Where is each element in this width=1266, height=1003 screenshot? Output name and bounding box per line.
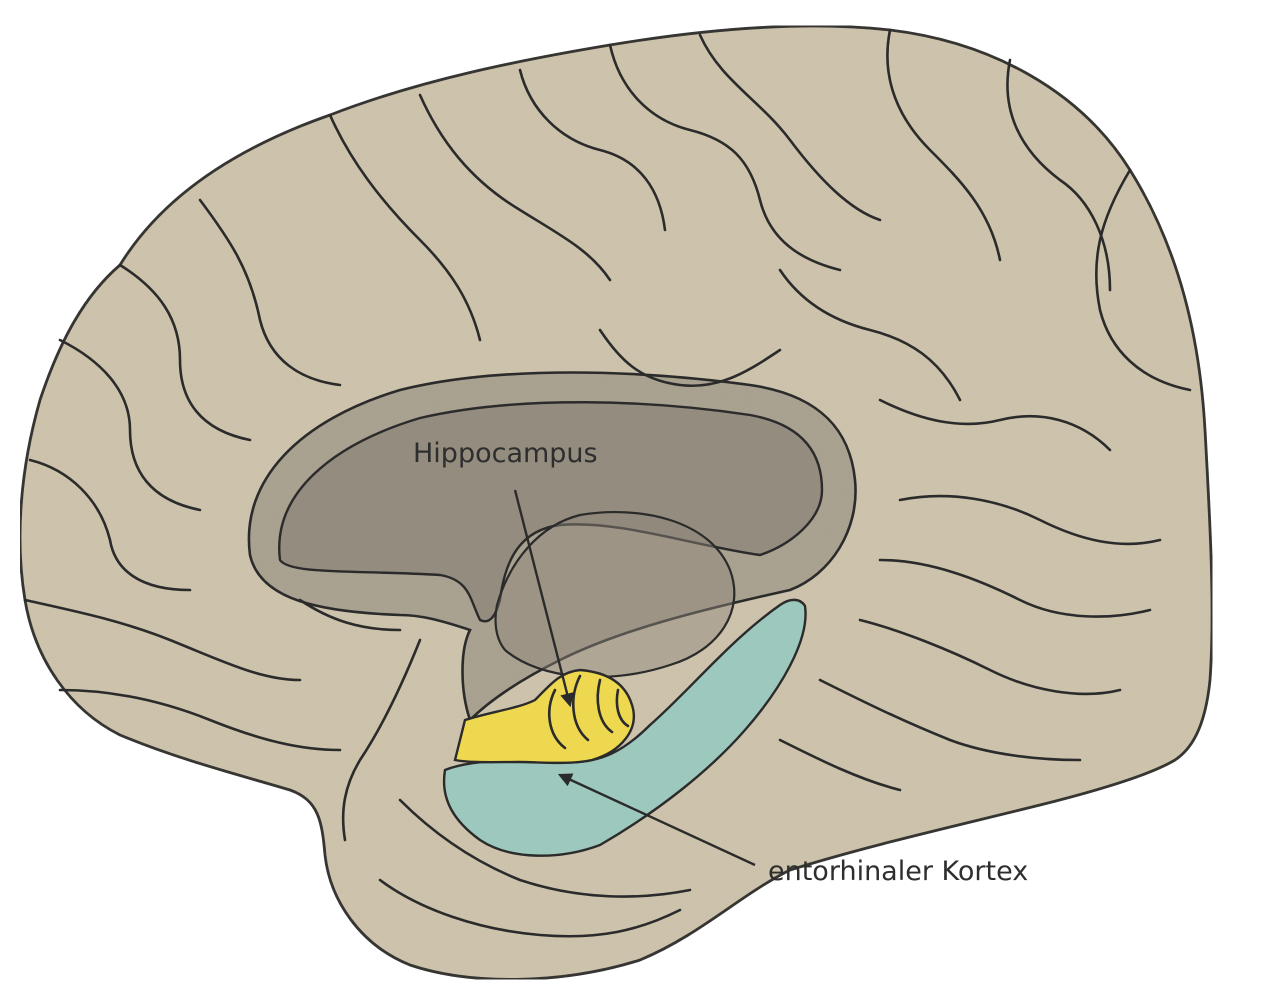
sulcus-line xyxy=(608,43,842,272)
hippocampus-fold xyxy=(615,688,630,728)
sulcus-line xyxy=(58,688,342,752)
sulcus-line xyxy=(886,28,1002,262)
sulcus-line xyxy=(23,598,302,682)
hippocampus-fold xyxy=(571,674,590,742)
sulcus-line xyxy=(298,598,402,632)
sulcus-line xyxy=(118,263,252,442)
sulcus-line xyxy=(198,198,342,387)
sulcus-line xyxy=(341,638,422,842)
sulcus-line xyxy=(1094,168,1192,392)
sulcus-line xyxy=(778,268,962,402)
hippocampus-label: Hippocampus xyxy=(413,438,598,469)
sulcus-line xyxy=(818,678,1082,762)
sulcus-line xyxy=(858,618,1122,696)
hippocampus-fold xyxy=(548,688,567,750)
entorhinal-cortex-label: entorhinaler Kortex xyxy=(768,856,1029,887)
sulcus-line xyxy=(398,798,692,898)
sulcus-line xyxy=(598,328,782,388)
sulcus-line xyxy=(778,738,902,792)
thalamus xyxy=(494,511,736,679)
sulcus-line xyxy=(698,33,882,222)
sulcus-line xyxy=(58,338,202,512)
hippocampus-fold xyxy=(596,678,614,734)
sulcus-line xyxy=(898,494,1162,546)
lateral-ventricle xyxy=(278,401,824,623)
entorhinal-cortex-pointer-arrow xyxy=(557,773,756,867)
sulcus-line xyxy=(878,558,1152,618)
sulcus-line xyxy=(378,878,682,938)
sulcus-line xyxy=(518,68,667,232)
sulcus-line xyxy=(28,458,192,592)
sulcus-line xyxy=(878,398,1112,452)
sulcus-line xyxy=(418,93,612,282)
hippocampus-pointer-arrow xyxy=(513,489,574,708)
sulcus-line xyxy=(328,113,482,342)
sulcus-line xyxy=(1006,58,1112,292)
